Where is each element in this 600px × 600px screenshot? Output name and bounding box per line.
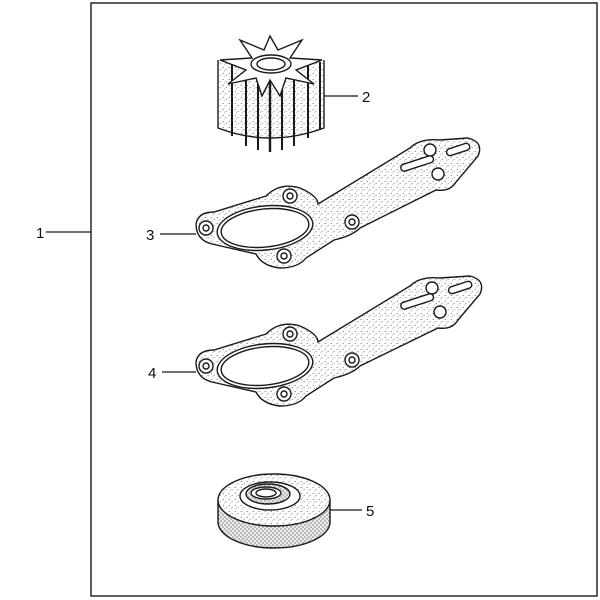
callout-label-4: 4 — [148, 365, 156, 382]
gasket-lower-illustration — [195, 275, 483, 407]
kit-frame — [90, 2, 598, 597]
callout-label-5: 5 — [366, 503, 374, 520]
callout-1: 1 — [36, 225, 91, 242]
callout-2: 2 — [324, 89, 370, 106]
callout-label-1: 1 — [36, 225, 44, 242]
callout-5: 5 — [330, 503, 374, 520]
gasket-upper-illustration — [195, 137, 481, 269]
callout-3: 3 — [146, 227, 196, 244]
seal-illustration — [217, 473, 331, 549]
callout-4: 4 — [148, 365, 196, 382]
callout-label-2: 2 — [362, 89, 370, 106]
callout-label-3: 3 — [146, 227, 154, 244]
impeller-illustration — [217, 34, 325, 152]
